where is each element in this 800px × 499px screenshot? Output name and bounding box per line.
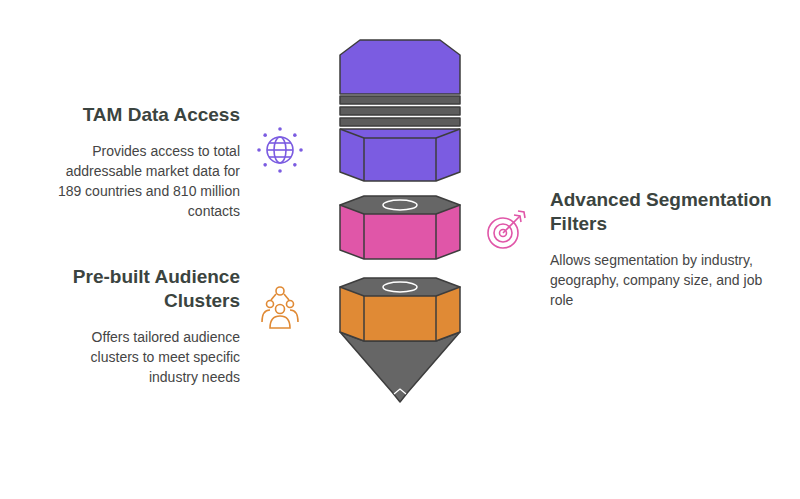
- globe-dot: [299, 148, 303, 152]
- globe-dot: [278, 127, 282, 131]
- feature-heading: Pre-built Audience Clusters: [55, 265, 240, 313]
- feature-heading: Advanced Segmentation Filters: [550, 188, 775, 236]
- globe-dot: [263, 163, 267, 167]
- feature-callout: Pre-built Audience ClustersOffers tailor…: [55, 265, 240, 387]
- orange-top: [340, 278, 460, 296]
- globe-icon: [267, 137, 293, 163]
- cone-notch: [394, 389, 406, 394]
- target-icon: [488, 211, 525, 248]
- feature-description: Allows segmentation by industry, geograp…: [550, 250, 775, 310]
- feature-heading: TAM Data Access: [55, 103, 240, 127]
- edge-line: [435, 138, 437, 181]
- edge-line: [436, 129, 460, 138]
- purple-cap: [340, 40, 460, 94]
- grey-stripe: [340, 107, 460, 115]
- nut-hole: [383, 200, 417, 210]
- nut-top: [340, 196, 460, 214]
- tip-hole: [383, 282, 417, 292]
- globe-dot: [293, 133, 297, 137]
- edge-line: [363, 214, 365, 259]
- edge-line: [435, 296, 437, 341]
- globe-dot: [278, 169, 282, 173]
- edge-line: [340, 129, 364, 138]
- globe-dot: [257, 148, 261, 152]
- edge-line: [435, 214, 437, 259]
- feature-callout: TAM Data AccessProvides access to total …: [55, 103, 240, 221]
- edge-line: [363, 138, 365, 181]
- edge-line: [364, 137, 436, 139]
- people-icon: [262, 287, 298, 328]
- globe-dot: [263, 133, 267, 137]
- edge-line: [363, 296, 365, 341]
- feature-description: Offers tailored audience clusters to mee…: [55, 327, 240, 387]
- feature-description: Provides access to total addressable mar…: [55, 141, 240, 221]
- globe-dot: [293, 163, 297, 167]
- grey-cone: [340, 332, 460, 402]
- feature-callout: Advanced Segmentation FiltersAllows segm…: [550, 188, 775, 310]
- purple-body: [340, 129, 460, 181]
- grey-stripe: [340, 118, 460, 126]
- grey-stripe: [340, 96, 460, 104]
